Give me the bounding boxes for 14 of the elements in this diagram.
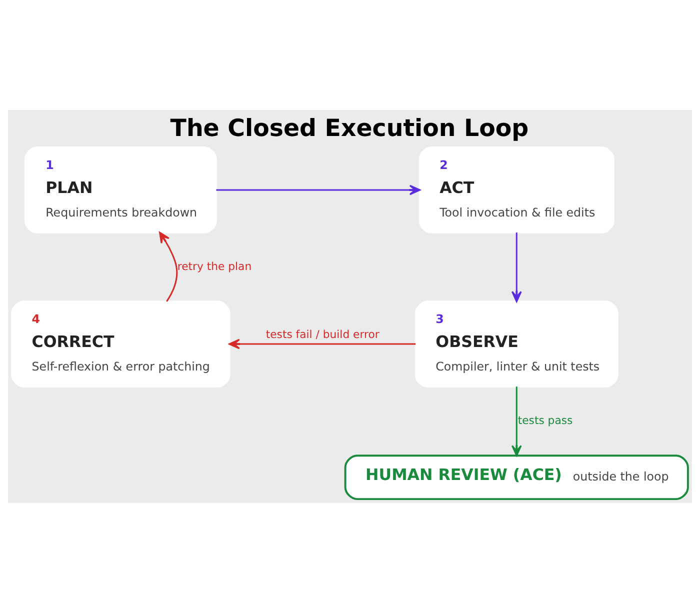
arrow <box>216 184 421 196</box>
node-box: 4 CORRECT Self-reflexion & error patching <box>11 300 230 388</box>
arrow <box>159 232 178 302</box>
arrow <box>511 386 522 456</box>
node-box: 1 PLAN Requirements breakdown <box>24 146 217 234</box>
edge-label: retry the plan <box>177 260 252 273</box>
edge-label: tests pass <box>518 414 573 427</box>
node-box: 2 ACT Tool invocation & file edits <box>418 146 614 234</box>
node-box: HUMAN REVIEW (ACE) outside the loop <box>344 454 689 500</box>
diagram-title: The Closed Execution Loop <box>170 114 529 142</box>
arrow <box>511 232 522 302</box>
node-box: 3 OBSERVE Compiler, linter & unit tests <box>414 300 618 388</box>
arrow <box>228 338 416 350</box>
edge-label: tests fail / build error <box>266 328 380 341</box>
